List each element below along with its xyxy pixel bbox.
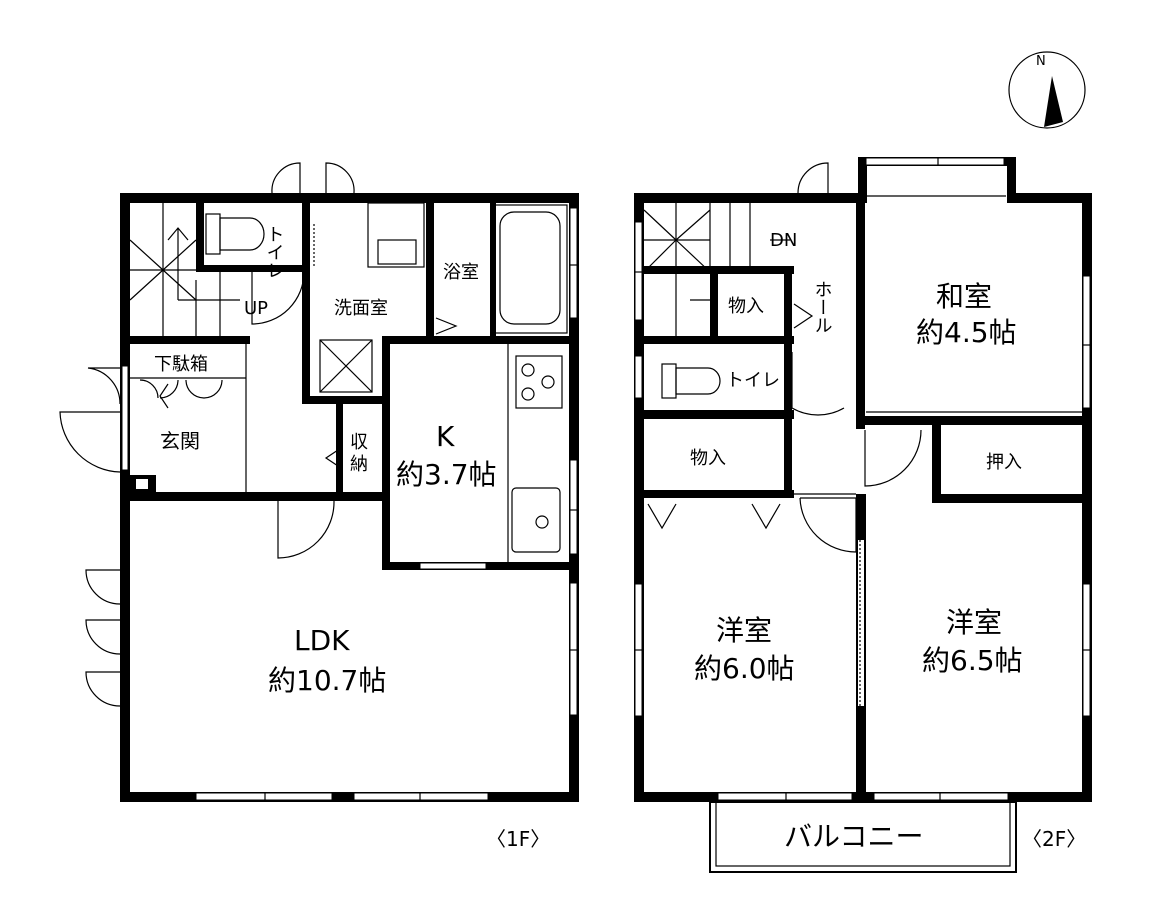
- laundry-pan-icon: [319, 339, 373, 393]
- floor-2-fixtures: [643, 195, 1082, 413]
- label-ldk-size: 約10.7帖: [268, 664, 386, 697]
- label-western-a-name: 洋室: [716, 614, 772, 647]
- stairs-icon: [643, 203, 790, 336]
- floor-1-fixtures: [129, 202, 568, 562]
- label-washroom: 洗面室: [334, 298, 388, 319]
- floor-2-labels: DN 物入 ホール トイレ 物入 和室 約4.5帖 押入 洋室 約6.0帖 洋室…: [690, 230, 1086, 853]
- toilet-icon: [661, 363, 721, 399]
- floor-2-windows: [634, 157, 1092, 802]
- compass-icon: N: [1008, 51, 1086, 129]
- label-up: UP: [244, 298, 268, 319]
- label-storage-bottom: 納: [350, 454, 368, 475]
- north-label: N: [1036, 54, 1046, 69]
- label-closet-large: 物入: [690, 448, 726, 469]
- kitchen-counter-icon: [507, 344, 563, 562]
- label-washitsu-name: 和室: [936, 280, 992, 313]
- label-toilet-1f: トイレ: [264, 225, 285, 279]
- floor-1-labels: トイレ UP 洗面室 浴室 下駄箱 玄関 収 納 K 約3.7帖 LDK 約10…: [154, 225, 550, 851]
- label-western-b-name: 洋室: [946, 606, 1002, 639]
- label-kitchen-name: K: [436, 420, 455, 453]
- bathtub-icon: [492, 204, 568, 334]
- floor-2-tag: 〈2F〉: [1022, 827, 1086, 851]
- label-entrance: 玄関: [160, 429, 200, 453]
- label-western-a-size: 約6.0帖: [694, 652, 795, 685]
- floor-1-doors: [59, 162, 458, 707]
- floor-1-walls: [120, 193, 579, 802]
- toilet-icon: [205, 213, 265, 255]
- label-shoebox: 下駄箱: [154, 354, 208, 375]
- floor-1: トイレ UP 洗面室 浴室 下駄箱 玄関 収 納 K 約3.7帖 LDK 約10…: [59, 162, 579, 851]
- stairs-icon: [129, 203, 240, 336]
- label-closet-small: 物入: [728, 296, 764, 317]
- label-dn: DN: [770, 230, 797, 251]
- label-oshiire: 押入: [986, 452, 1022, 473]
- label-hall: ホール: [812, 280, 833, 334]
- floor-1-tag: 〈1F〉: [486, 827, 550, 851]
- floor-2: DN 物入 ホール トイレ 物入 和室 約4.5帖 押入 洋室 約6.0帖 洋室…: [634, 157, 1092, 873]
- label-ldk-name: LDK: [294, 624, 350, 657]
- label-kitchen-size: 約3.7帖: [396, 458, 497, 491]
- floor-2-walls: [634, 157, 1092, 802]
- label-western-b-size: 約6.5帖: [922, 644, 1023, 677]
- floor-1-windows: [121, 207, 579, 802]
- washbasin-icon: [367, 202, 425, 268]
- label-storage-top: 収: [350, 432, 368, 453]
- label-balcony: バルコニー: [784, 820, 923, 853]
- label-bath: 浴室: [443, 262, 479, 283]
- label-toilet-2f: トイレ: [726, 370, 780, 391]
- label-washitsu-size: 約4.5帖: [916, 316, 1017, 349]
- balcony: [709, 801, 1017, 873]
- floor-2-doors: [644, 162, 922, 706]
